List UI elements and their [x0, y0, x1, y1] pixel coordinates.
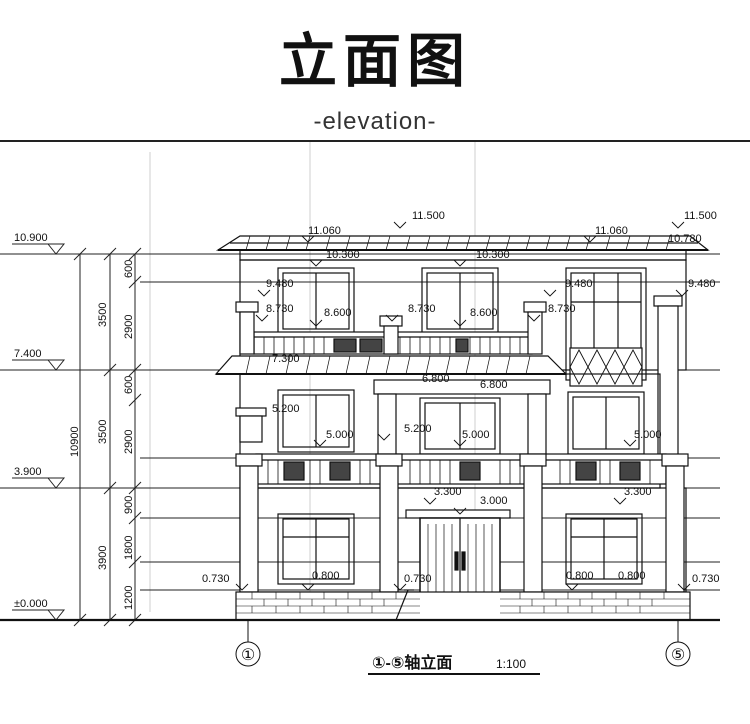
- ann-10300-right: 10.300: [476, 249, 510, 261]
- header-divider: [0, 140, 750, 142]
- ann-0800-right: 0.800: [618, 570, 646, 582]
- ann-10780: 10.780: [668, 233, 702, 245]
- caption-title: ①-⑤轴立面: [372, 653, 452, 672]
- ann-0800-mid: 0.800: [566, 570, 594, 582]
- brick-plinth: [235, 591, 691, 621]
- axis-bubbles: [235, 641, 691, 667]
- dim-total: 10900: [69, 426, 81, 457]
- second-floor-windows: [277, 389, 645, 455]
- dim-inner-6: 1800: [123, 536, 135, 560]
- ann-8730-right: 8.730: [548, 303, 576, 315]
- ann-8730-left: 8.730: [266, 303, 294, 315]
- ann-3000: 3.000: [480, 495, 508, 507]
- elevation-annotations: 11.060 11.500 11.060 11.500 10.780 10.30…: [202, 210, 720, 585]
- building-level-triangles: [235, 221, 691, 591]
- ann-9480-right: 9.480: [688, 278, 716, 290]
- ann-6800-b: 6.800: [480, 379, 508, 391]
- level-10900: 10.900: [14, 232, 48, 244]
- ann-0730-door: 0.730: [404, 573, 432, 585]
- elevation-drawing: 10.900 7.400 3.900 ±0.000 10900 3500 350…: [0, 142, 720, 675]
- ann-5000-left: 5.000: [326, 429, 354, 441]
- ann-11500-mid: 11.500: [412, 210, 445, 222]
- entrance-steps: [395, 589, 414, 621]
- dim-inner-4: 2900: [123, 430, 135, 454]
- ann-9480-mid: 9.480: [565, 278, 593, 290]
- ann-8600-mid: 8.600: [470, 307, 498, 319]
- axis-label-right: ⑤: [671, 647, 685, 664]
- entrance-beam: [373, 379, 551, 395]
- ground-floor-columns: [235, 453, 689, 593]
- ann-0730-right: 0.730: [692, 573, 720, 585]
- ann-5000-right: 5.000: [634, 429, 662, 441]
- ann-8730-mid: 8.730: [408, 303, 436, 315]
- level-7400: 7.400: [14, 348, 42, 360]
- ann-8600-left: 8.600: [324, 307, 352, 319]
- ann-0800-left: 0.800: [312, 570, 340, 582]
- building: [214, 235, 710, 621]
- ann-5200: 5.200: [404, 423, 432, 435]
- top-roof: [215, 235, 710, 261]
- dimension-chains: [73, 247, 142, 627]
- lattice-panel: [569, 347, 643, 387]
- second-floor-railing: [255, 453, 667, 485]
- level-3900: 3.900: [14, 466, 42, 478]
- level-0000: ±0.000: [14, 598, 48, 610]
- ann-11060-left: 11.060: [308, 225, 341, 237]
- dim-outer-1: 3500: [97, 303, 109, 327]
- ann-3300-left: 3.300: [434, 486, 462, 498]
- dim-inner-1: 600: [123, 260, 135, 278]
- parapet-posts: [235, 295, 683, 481]
- caption-scale: 1:100: [496, 657, 526, 671]
- axis-label-left: ①: [241, 647, 255, 664]
- ann-3300-right: 3.300: [624, 486, 652, 498]
- page-header: 立面图 -elevation-: [0, 0, 750, 142]
- second-floor-columns: [235, 393, 547, 457]
- page-subtitle: -elevation-: [313, 108, 437, 135]
- ann-9480-left: 9.480: [266, 278, 294, 290]
- ground-floor-windows: [277, 513, 643, 585]
- ann-10300-left: 10.300: [326, 249, 360, 261]
- ann-5200-small: 5.200: [272, 403, 300, 415]
- axis-lines: [247, 620, 679, 642]
- ann-11060-right: 11.060: [595, 225, 628, 237]
- ann-0730-left: 0.730: [202, 573, 230, 585]
- dim-inner-2: 2900: [123, 315, 135, 339]
- dim-outer-2: 3500: [97, 420, 109, 444]
- ann-11500-right: 11.500: [684, 210, 717, 222]
- ann-7300: 7.300: [272, 353, 300, 365]
- dim-outer-3: 3900: [97, 546, 109, 570]
- level-markers: [12, 243, 66, 621]
- dim-inner-7: 1200: [123, 586, 135, 610]
- dim-inner-5: 900: [123, 496, 135, 514]
- ann-6800-a: 6.800: [422, 373, 450, 385]
- dim-inner-3: 600: [123, 376, 135, 394]
- page-title: 立面图: [278, 27, 471, 95]
- ann-5000-mid: 5.000: [462, 429, 490, 441]
- second-roof: [214, 355, 568, 375]
